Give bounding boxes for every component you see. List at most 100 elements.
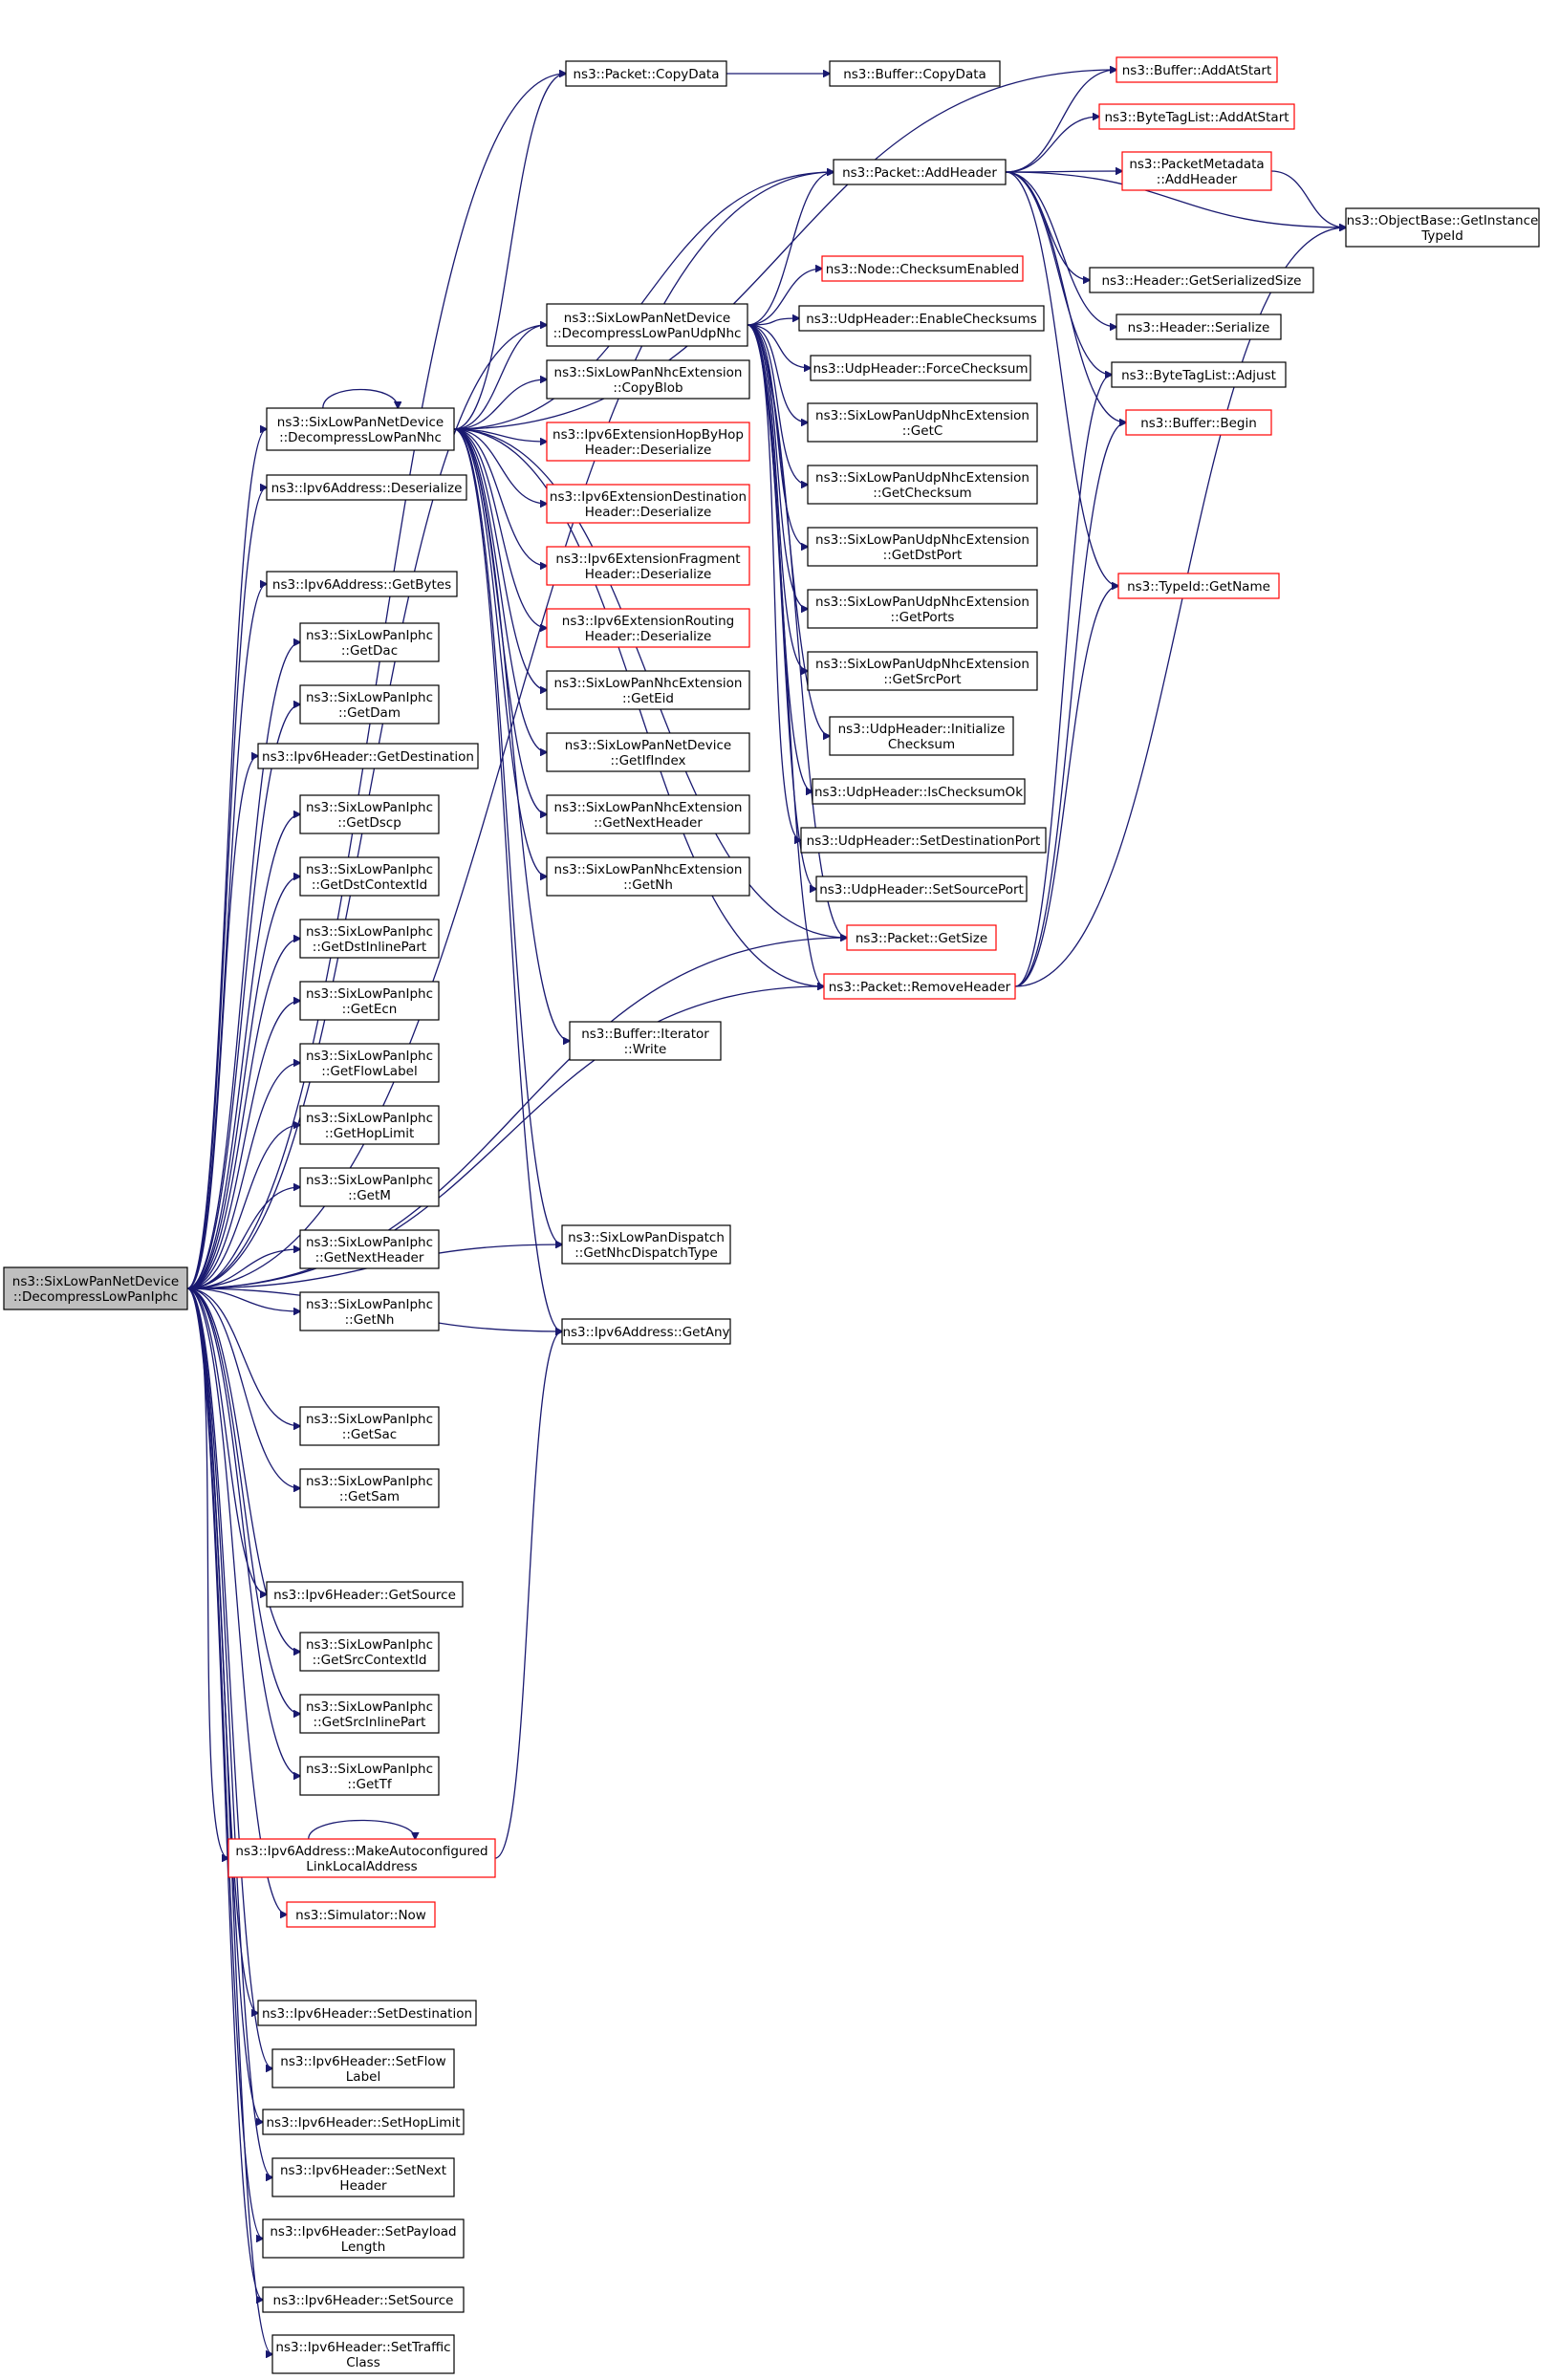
node-udpGetSrcPort[interactable]: ns3::SixLowPanUdpNhcExtension::GetSrcPor…	[807, 651, 1038, 691]
node-getFlowLabel[interactable]: ns3::SixLowPanIphc::GetFlowLabel	[299, 1043, 440, 1083]
node-getDstInline[interactable]: ns3::SixLowPanIphc::GetDstInlinePart	[299, 919, 440, 959]
node-hopDeser[interactable]: ns3::Ipv6ExtensionHopByHopHeader::Deseri…	[546, 422, 750, 462]
node-forceChecksum[interactable]: ns3::UdpHeader::ForceChecksum	[810, 355, 1031, 381]
node-iterWrite[interactable]: ns3::Buffer::Iterator::Write	[569, 1021, 722, 1061]
node-udpGetPorts[interactable]: ns3::SixLowPanUdpNhcExtension::GetPorts	[807, 589, 1038, 629]
node-getIfIndex[interactable]: ns3::SixLowPanNetDevice::GetIfIndex	[546, 732, 750, 772]
node-decompNhc[interactable]: ns3::SixLowPanNetDevice::DecompressLowPa…	[266, 407, 455, 451]
node-label: ns3::Simulator::Now	[295, 1908, 426, 1923]
node-getTf[interactable]: ns3::SixLowPanIphc::GetTf	[299, 1756, 440, 1796]
node-getSrcInline[interactable]: ns3::SixLowPanIphc::GetSrcInlinePart	[299, 1694, 440, 1734]
node-setSourcePort[interactable]: ns3::UdpHeader::SetSourcePort	[815, 876, 1028, 902]
node-label: ns3::SixLowPanDispatch	[568, 1230, 725, 1245]
node-label: ns3::Header::GetSerializedSize	[1102, 273, 1302, 289]
node-getM[interactable]: ns3::SixLowPanIphc::GetM	[299, 1167, 440, 1207]
node-nhcGetEid[interactable]: ns3::SixLowPanNhcExtension::GetEid	[546, 670, 750, 710]
node-box	[299, 981, 440, 1021]
node-removeHeader[interactable]: ns3::Packet::RemoveHeader	[823, 973, 1016, 1000]
node-label: Header	[339, 2178, 387, 2194]
node-label: ::DecompressLowPanUdpNhc	[553, 326, 742, 341]
node-getNextHeader[interactable]: ns3::SixLowPanIphc::GetNextHeader	[299, 1229, 440, 1269]
node-getSerializedSize[interactable]: ns3::Header::GetSerializedSize	[1089, 267, 1314, 293]
node-pmAddHeader[interactable]: ns3::PacketMetadata::AddHeader	[1121, 151, 1272, 191]
node-makeAuto[interactable]: ns3::Ipv6Address::MakeAutoconfiguredLink…	[228, 1838, 496, 1878]
node-getNhcDispatch[interactable]: ns3::SixLowPanDispatch::GetNhcDispatchTy…	[561, 1224, 731, 1265]
node-label: ns3::Buffer::AddAtStart	[1122, 63, 1272, 78]
node-box	[1121, 151, 1272, 191]
node-getDscp[interactable]: ns3::SixLowPanIphc::GetDscp	[299, 794, 440, 834]
node-setDestPort[interactable]: ns3::UdpHeader::SetDestinationPort	[800, 827, 1047, 854]
node-udpGetDstPort[interactable]: ns3::SixLowPanUdpNhcExtension::GetDstPor…	[807, 527, 1038, 567]
node-box	[546, 732, 750, 772]
node-label: ::GetDstInlinePart	[313, 940, 426, 955]
node-bufBegin[interactable]: ns3::Buffer::Begin	[1125, 409, 1272, 436]
node-headerSerialize[interactable]: ns3::Header::Serialize	[1116, 314, 1282, 340]
node-copyBlob[interactable]: ns3::SixLowPanNhcExtension::CopyBlob	[546, 359, 750, 400]
node-fragDeser[interactable]: ns3::Ipv6ExtensionFragmentHeader::Deseri…	[546, 546, 750, 586]
node-enableChecksums[interactable]: ns3::UdpHeader::EnableChecksums	[798, 305, 1045, 332]
node-label: ns3::Ipv6Address::MakeAutoconfigured	[235, 1844, 488, 1859]
node-addHeader[interactable]: ns3::Packet::AddHeader	[833, 159, 1007, 185]
node-box	[262, 2286, 465, 2313]
node-isChecksumOk[interactable]: ns3::UdpHeader::IsChecksumOk	[812, 778, 1026, 805]
node-box	[299, 1105, 440, 1145]
node-root[interactable]: ns3::SixLowPanNetDevice::DecompressLowPa…	[3, 1266, 188, 1310]
node-getSac[interactable]: ns3::SixLowPanIphc::GetSac	[299, 1406, 440, 1446]
node-ipv6GetAny[interactable]: ns3::Ipv6Address::GetAny	[561, 1318, 731, 1345]
node-getDstCtx[interactable]: ns3::SixLowPanIphc::GetDstContextId	[299, 856, 440, 897]
node-box	[829, 716, 1014, 756]
call-edge	[453, 74, 566, 430]
node-routDeser[interactable]: ns3::Ipv6ExtensionRoutingHeader::Deseria…	[546, 608, 750, 648]
node-checksumEnabled[interactable]: ns3::Node::ChecksumEnabled	[821, 255, 1024, 282]
node-box	[299, 1468, 440, 1508]
node-setHop[interactable]: ns3::Ipv6Header::SetHopLimit	[262, 2109, 465, 2135]
node-setSource[interactable]: ns3::Ipv6Header::SetSource	[262, 2286, 465, 2313]
node-getDam[interactable]: ns3::SixLowPanIphc::GetDam	[299, 684, 440, 725]
node-setDest[interactable]: ns3::Ipv6Header::SetDestination	[257, 2000, 477, 2026]
node-box	[807, 527, 1038, 567]
call-edge	[186, 986, 824, 1289]
node-getBytes[interactable]: ns3::Ipv6Address::GetBytes	[266, 571, 458, 597]
node-getSrcCtx[interactable]: ns3::SixLowPanIphc::GetSrcContextId	[299, 1632, 440, 1672]
node-destDeser[interactable]: ns3::Ipv6ExtensionDestinationHeader::Des…	[546, 484, 750, 524]
call-edge	[453, 428, 547, 690]
node-nhcGetNh[interactable]: ns3::SixLowPanNhcExtension::GetNh	[546, 856, 750, 897]
call-edge	[186, 814, 300, 1289]
node-getDac[interactable]: ns3::SixLowPanIphc::GetDac	[299, 622, 440, 662]
node-bufCopyData[interactable]: ns3::Buffer::CopyData	[829, 60, 1001, 87]
node-nhcGetNextHeader[interactable]: ns3::SixLowPanNhcExtension::GetNextHeade…	[546, 794, 750, 834]
node-udpGetC[interactable]: ns3::SixLowPanUdpNhcExtension::GetC	[807, 402, 1038, 443]
node-bufAddAtStart[interactable]: ns3::Buffer::AddAtStart	[1116, 56, 1278, 83]
call-edge	[186, 1125, 300, 1289]
node-simNow[interactable]: ns3::Simulator::Now	[286, 1901, 436, 1928]
node-label: ns3::SixLowPanIphc	[306, 1637, 433, 1653]
node-getNh[interactable]: ns3::SixLowPanIphc::GetNh	[299, 1291, 440, 1331]
node-udpGetChecksum[interactable]: ns3::SixLowPanUdpNhcExtension::GetChecks…	[807, 465, 1038, 505]
node-typeIdGetName[interactable]: ns3::TypeId::GetName	[1117, 573, 1280, 599]
node-getSam[interactable]: ns3::SixLowPanIphc::GetSam	[299, 1468, 440, 1508]
node-label: ns3::Packet::RemoveHeader	[829, 980, 1011, 995]
node-box	[299, 794, 440, 834]
node-tagAdjust[interactable]: ns3::ByteTagList::Adjust	[1111, 361, 1287, 388]
node-getHopLimit[interactable]: ns3::SixLowPanIphc::GetHopLimit	[299, 1105, 440, 1145]
node-ipv6GetSource[interactable]: ns3::Ipv6Header::GetSource	[266, 1581, 464, 1608]
node-ipv6GetDest[interactable]: ns3::Ipv6Header::GetDestination	[257, 743, 479, 769]
node-tagAddAtStart[interactable]: ns3::ByteTagList::AddAtStart	[1098, 103, 1295, 130]
node-label: ns3::Buffer::Begin	[1140, 416, 1257, 431]
call-edge	[747, 324, 808, 422]
node-getSize[interactable]: ns3::Packet::GetSize	[846, 924, 997, 951]
node-getEcn[interactable]: ns3::SixLowPanIphc::GetEcn	[299, 981, 440, 1021]
node-label: ns3::SixLowPanIphc	[306, 1049, 433, 1064]
node-ipv6AddrDeser[interactable]: ns3::Ipv6Address::Deserialize	[266, 474, 467, 501]
node-box	[815, 876, 1028, 902]
node-box	[299, 684, 440, 725]
node-decompUdp[interactable]: ns3::SixLowPanNetDevice::DecompressLowPa…	[546, 303, 748, 347]
call-edge	[186, 1287, 300, 1776]
node-copyData[interactable]: ns3::Packet::CopyData	[565, 60, 727, 87]
